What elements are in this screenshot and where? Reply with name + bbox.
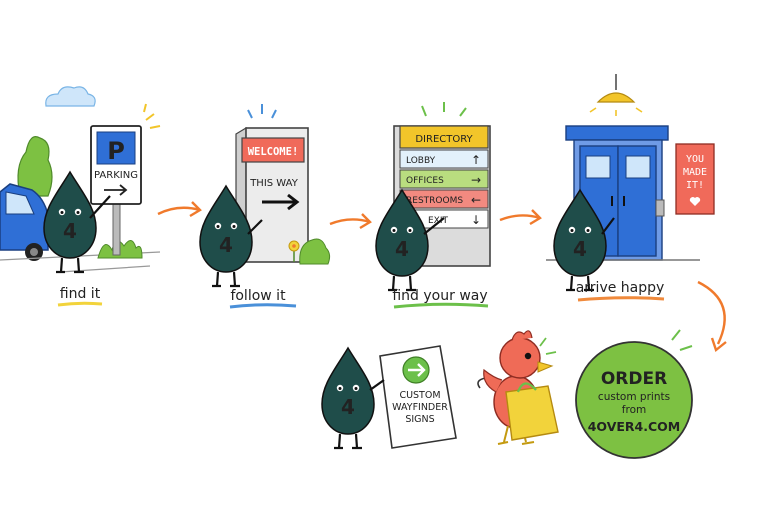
shopping-bag-icon bbox=[505, 382, 559, 441]
wayfinder-section: CUSTOM WAYFINDER SIGNS 4 bbox=[320, 330, 559, 450]
wayfinder-sign: CUSTOM WAYFINDER SIGNS bbox=[379, 345, 457, 449]
directory-row-offices bbox=[399, 169, 489, 189]
sparkle-icon bbox=[143, 103, 161, 129]
door-sign-line: MADE bbox=[683, 167, 707, 178]
order-badge[interactable]: ORDER custom prints from 4OVER4.COM bbox=[575, 329, 693, 459]
caption-underline bbox=[229, 303, 297, 309]
mascot-character: 4 bbox=[552, 188, 615, 292]
heart-icon bbox=[689, 197, 701, 206]
mascot-number: 4 bbox=[341, 395, 355, 419]
order-line: from bbox=[622, 404, 646, 416]
mascot-number: 4 bbox=[63, 219, 77, 243]
flower-icon bbox=[288, 240, 300, 262]
directory-title: DIRECTORY bbox=[415, 134, 473, 145]
mascot-character: 4 bbox=[320, 346, 385, 450]
directory-sign: DIRECTORY LOBBY ↑ OFFICES → RESTROOMS ← … bbox=[393, 125, 491, 267]
order-title: ORDER bbox=[601, 369, 667, 389]
caption-arrive-happy: arrive happy bbox=[576, 280, 665, 296]
sparkle-icon bbox=[421, 102, 467, 117]
directory-row-label: EXIT bbox=[428, 216, 449, 226]
directory-row-label: OFFICES bbox=[406, 176, 444, 186]
you-made-it-sign: YOU MADE IT! bbox=[675, 143, 715, 215]
caption-find-it: find it bbox=[60, 286, 101, 302]
mascot-character: 4 bbox=[42, 170, 111, 274]
arrow-right-icon: → bbox=[471, 173, 481, 187]
step-find-your-way: DIRECTORY LOBBY ↑ OFFICES → RESTROOMS ← … bbox=[374, 102, 491, 309]
wayfinder-line: WAYFINDER bbox=[392, 402, 448, 413]
step-arrive-happy: YOU MADE IT! 4 arrive happy bbox=[546, 74, 715, 302]
directory-row-label: RESTROOMS bbox=[406, 196, 463, 206]
mascot-number: 4 bbox=[219, 233, 233, 257]
sparkle-icon bbox=[247, 104, 277, 119]
welcome-text: THIS WAY bbox=[249, 178, 299, 189]
wayfinder-line: SIGNS bbox=[405, 414, 434, 425]
cloud-icon bbox=[45, 86, 96, 107]
flow-arrow-2 bbox=[329, 213, 372, 230]
mascot-character: 4 bbox=[374, 188, 445, 292]
wayfinder-line: CUSTOM bbox=[399, 390, 440, 401]
mascot-number: 4 bbox=[395, 237, 409, 261]
caption-find-your-way: find your way bbox=[392, 288, 487, 304]
caption-underline bbox=[393, 302, 489, 309]
caption-underline bbox=[577, 296, 665, 302]
order-url[interactable]: 4OVER4.COM bbox=[588, 419, 681, 434]
lamp-icon bbox=[589, 74, 643, 116]
sparkle-icon bbox=[671, 329, 693, 351]
arrow-right-icon bbox=[262, 193, 300, 211]
door-sign-line: IT! bbox=[686, 180, 704, 191]
arrow-up-icon: ↑ bbox=[471, 153, 481, 167]
bush-icon bbox=[17, 136, 53, 197]
door-sign-line: YOU bbox=[686, 154, 704, 165]
mascot-number: 4 bbox=[573, 237, 587, 261]
bush-icon bbox=[299, 238, 331, 265]
arrow-left-icon: ← bbox=[471, 193, 481, 207]
flow-arrow-1 bbox=[157, 201, 202, 218]
directory-row-lobby bbox=[399, 149, 489, 169]
welcome-header: WELCOME! bbox=[248, 146, 299, 158]
arrow-right-icon bbox=[104, 184, 128, 196]
arrow-down-icon: ↓ bbox=[471, 213, 481, 227]
parking-letter: P bbox=[107, 137, 125, 165]
flow-arrow-4 bbox=[697, 280, 727, 353]
building-door bbox=[546, 125, 700, 261]
welcome-sign: WELCOME! THIS WAY bbox=[235, 126, 309, 267]
caption-follow-it: follow it bbox=[230, 288, 286, 304]
caption-underline bbox=[57, 301, 103, 307]
flow-arrow-3 bbox=[499, 209, 542, 226]
step-find-it: P PARKING 4 find it bbox=[0, 86, 161, 307]
parking-sign: P PARKING bbox=[90, 125, 142, 256]
parking-label: PARKING bbox=[94, 170, 138, 181]
mascot-character: 4 bbox=[198, 184, 263, 288]
order-line: custom prints bbox=[598, 391, 670, 403]
directory-row-label: LOBBY bbox=[406, 156, 436, 166]
step-follow-it: WELCOME! THIS WAY 4 follow it bbox=[198, 104, 331, 309]
